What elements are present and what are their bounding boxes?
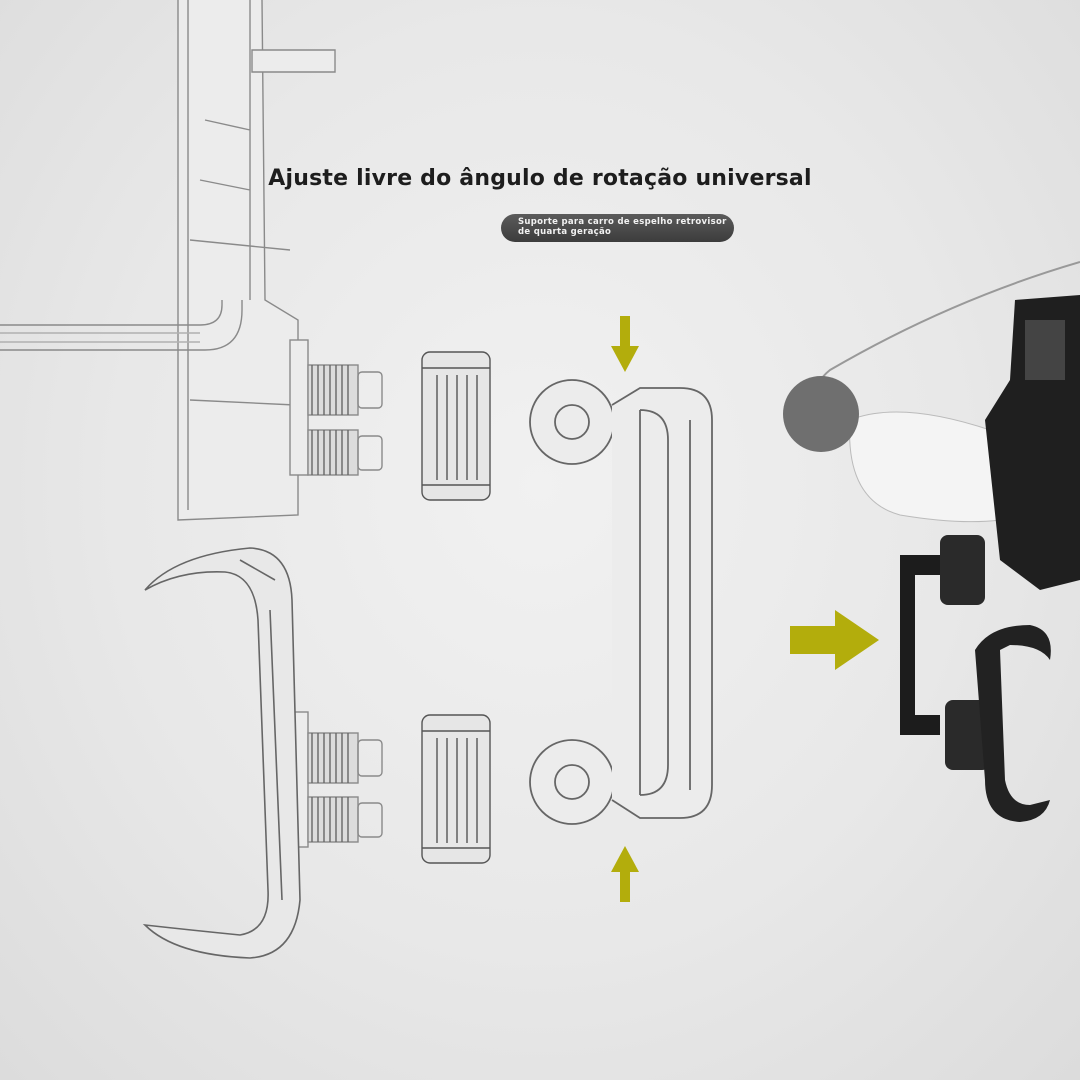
arrow-right-icon [790, 610, 879, 670]
thread-bolts-top [289, 339, 383, 476]
badge-line-2: de quarta geração [518, 227, 612, 237]
clamp-wireframe [142, 547, 301, 959]
top-mount-wireframe [0, 0, 336, 521]
assembled-product [783, 261, 1080, 822]
badge-line-1: Suporte para carro de espelho retrovisor [518, 217, 727, 227]
knob-nut-bottom [421, 714, 491, 864]
knob-nut-top [421, 351, 491, 501]
arrow-up-icon [611, 846, 639, 902]
connector-arm [529, 379, 713, 825]
product-badge: Suporte para carro de espelho retrovisor… [501, 214, 734, 242]
arrow-down-icon [611, 316, 639, 372]
thread-bolts-bottom [289, 711, 383, 848]
page-title: Ajuste livre do ângulo de rotação univer… [268, 166, 812, 191]
